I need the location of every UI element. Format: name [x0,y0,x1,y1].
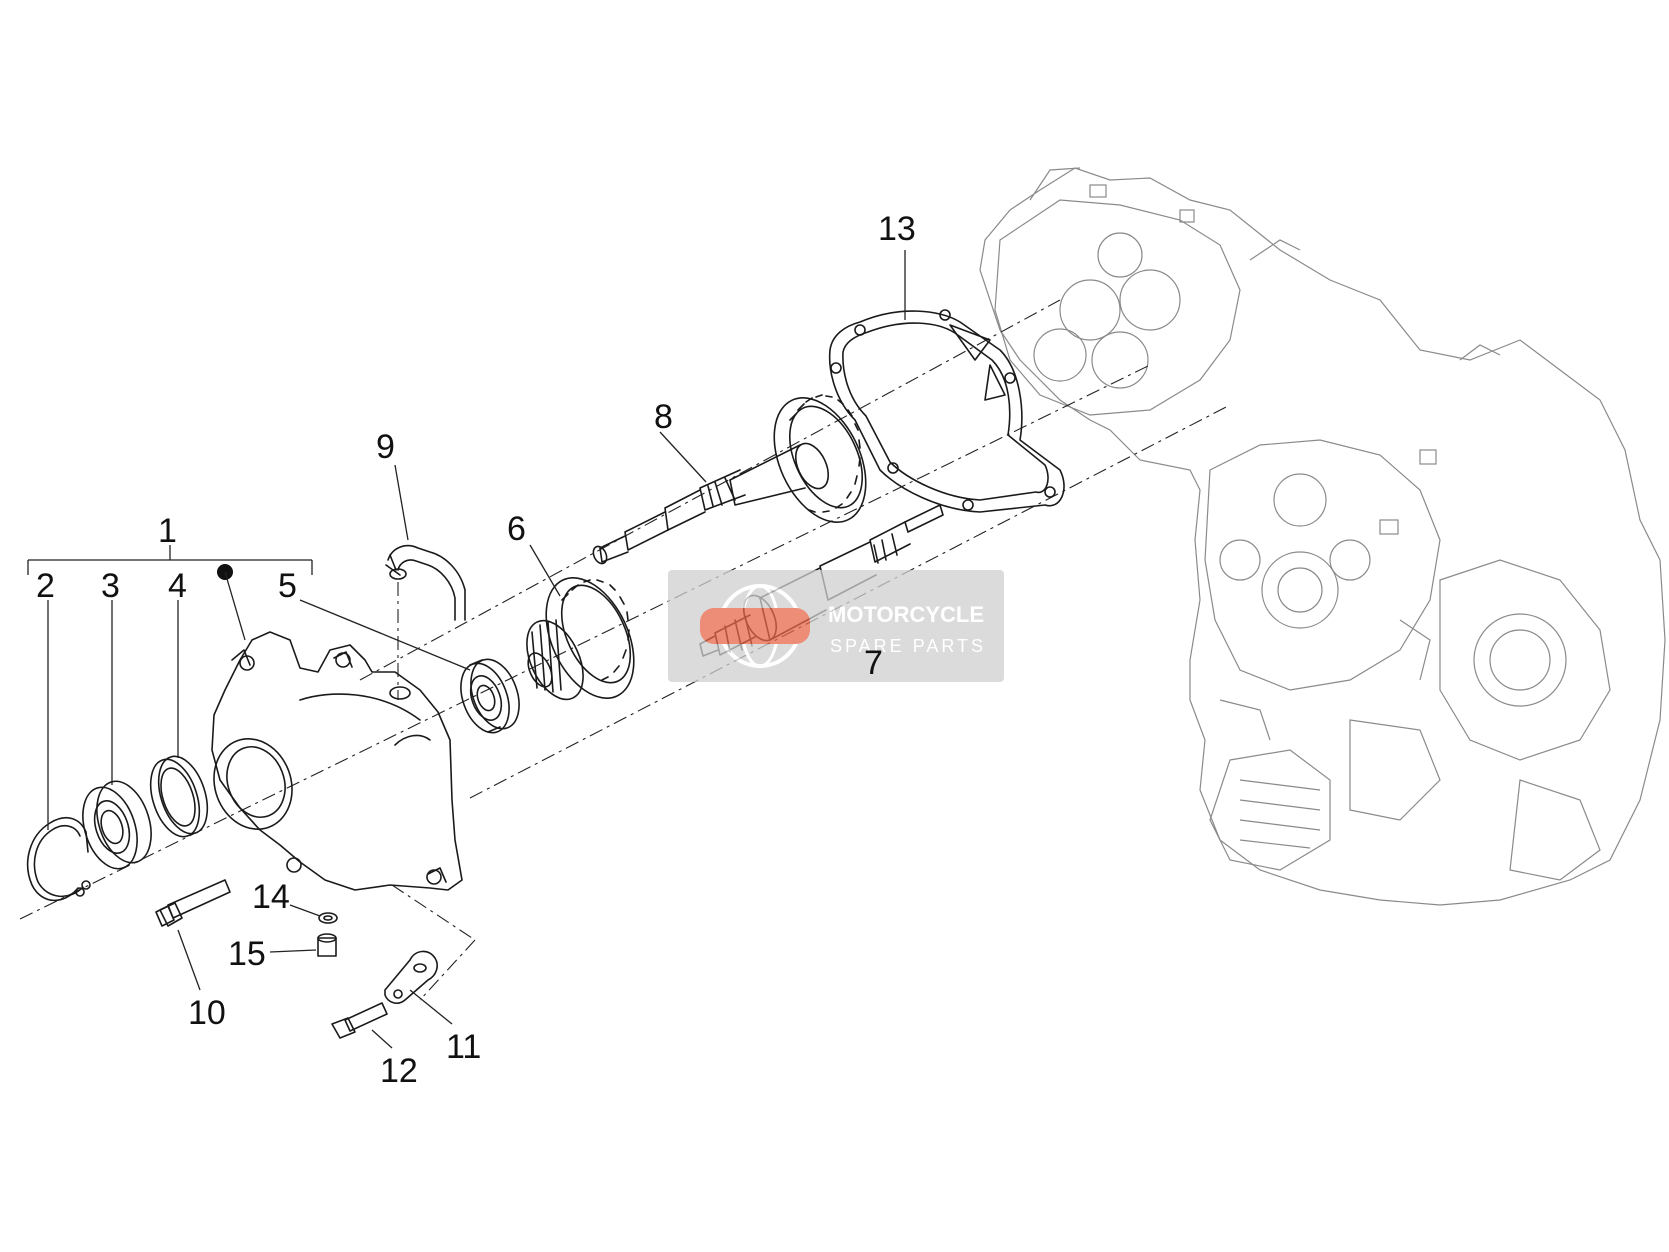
part-3-bearing [82,780,152,870]
globe-motorcycle-icon [700,584,810,668]
callout-13: 13 [878,210,916,248]
callout-9: 9 [376,428,395,466]
part-14-washer [318,912,338,924]
callout-5: 5 [278,567,297,605]
callout-14: 14 [252,878,290,916]
callout-4: 4 [168,567,187,605]
part-2-circlip [26,816,91,902]
callout-3: 3 [101,567,120,605]
callout-6: 6 [507,510,526,548]
watermark-line2: SPARE PARTS [830,636,986,656]
callout-11: 11 [446,1028,481,1066]
part-8-gear-shaft [592,394,867,565]
part-9-hose-elbow [385,544,466,621]
callout-2: 2 [36,567,55,605]
part-12-bolt [331,1002,388,1039]
engine-crankcase [979,167,1666,906]
watermark: MOTORCYCLE SPARE PARTS [668,570,1004,682]
part-10-bolt [155,879,231,927]
callout-10: 10 [188,994,226,1032]
part-4-seal [149,755,209,838]
callout-12: 12 [380,1052,418,1090]
callout-7: 7 [864,644,883,682]
part-11-clamp [384,950,438,1004]
assembly-axis-lines [19,299,1231,1001]
part-1-cover [211,631,463,891]
callout-1: 1 [158,512,177,550]
callout-15: 15 [228,935,266,973]
part-6-intermediate-gear [526,577,635,701]
leader-lines [27,250,906,1049]
part-5-bearing [460,658,520,734]
callout-8: 8 [654,398,673,436]
callout-labels: 1 2 3 4 5 6 7 8 9 10 11 12 13 14 15 [36,210,916,1090]
part-13-gasket [828,309,1065,513]
watermark-line1: MOTORCYCLE [828,602,984,627]
part-15-screw [317,933,337,957]
